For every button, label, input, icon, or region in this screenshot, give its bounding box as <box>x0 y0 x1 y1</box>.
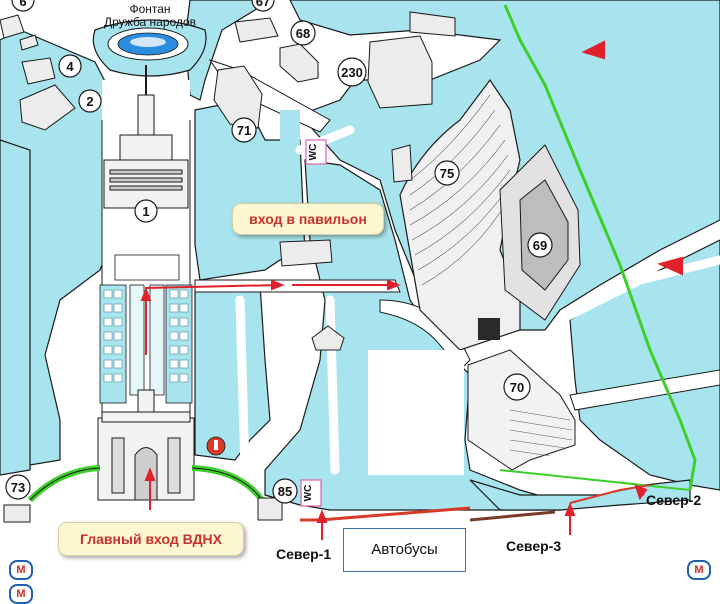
pavilion-85-building <box>257 497 283 521</box>
gate-north-2-label: Север-2 <box>646 492 702 508</box>
svg-text:68: 68 <box>296 26 310 41</box>
pavilion-69-number: 69 <box>527 232 553 258</box>
pavilion-2-number: 2 <box>78 89 102 113</box>
gate-north-3-label: Север-3 <box>506 538 562 554</box>
svg-text:2: 2 <box>86 94 93 109</box>
arrow-to-pavilion-head-1 <box>271 279 285 291</box>
gazebo <box>311 325 345 351</box>
route-arrows <box>140 40 683 540</box>
colonnade-green <box>27 465 265 503</box>
pavilion-1-number: 1 <box>134 199 158 223</box>
main-entrance-arch <box>97 389 195 501</box>
pavilion-230-number: 230 <box>337 57 367 87</box>
pavilion-67-building <box>234 17 279 43</box>
wc-signs: WC WC <box>300 139 327 507</box>
arrow-north-1-head <box>316 509 328 523</box>
gate-north-1-label: Север-1 <box>276 546 332 562</box>
pavilion-entrance-callout: вход в павильон <box>232 203 384 235</box>
flower-bed-left <box>99 284 127 404</box>
pavilion-4-number: 4 <box>58 54 82 78</box>
svg-text:70: 70 <box>510 380 524 395</box>
pavilion-230-building <box>367 35 433 109</box>
pavilion-67-number: 67 <box>251 0 275 12</box>
flower-squares <box>103 289 189 383</box>
fountain-druzhba-narodov <box>107 27 189 61</box>
metro-icon-left: M <box>9 560 33 580</box>
arrow-main-entrance-head <box>144 467 156 481</box>
pavilion-73-number: 73 <box>5 474 31 500</box>
pavilion-75-number: 75 <box>434 160 460 186</box>
info-marker <box>206 436 226 456</box>
svg-text:73: 73 <box>11 480 25 495</box>
svg-text:75: 75 <box>440 166 454 181</box>
svg-text:69: 69 <box>533 238 547 253</box>
bus-stop-label: Автобусы <box>343 528 466 572</box>
pavilion-68-building <box>279 43 319 83</box>
pavilion-4-building <box>21 57 56 85</box>
fountain-label: Фонтан Дружба народов <box>70 3 230 29</box>
pavilion-top-building <box>409 11 456 37</box>
metro-icon-left-2: M <box>9 584 33 604</box>
pavilion-small-building <box>19 34 39 51</box>
flower-bed-right <box>165 284 193 404</box>
pavilion-75-building <box>399 78 521 351</box>
pavilion-6-building <box>0 14 25 39</box>
buildings-top-center <box>213 11 456 129</box>
flower-bed-mid-right <box>149 284 165 396</box>
green-fence <box>499 4 697 491</box>
water-area-lower-left <box>194 284 271 461</box>
buildings-top-left <box>0 14 76 131</box>
pavilion-numbers: 1 2 4 6 67 68 71 230 <box>5 0 553 504</box>
metro-icon-right: M <box>687 560 711 580</box>
arrow-up-alley-head <box>140 287 152 301</box>
svg-text:1: 1 <box>142 204 149 219</box>
fountain-label-line1: Фонтан <box>129 2 171 16</box>
arrow-north-2-head <box>634 484 648 501</box>
pavilion-1-building <box>103 65 189 209</box>
pavilion-68-number: 68 <box>290 20 316 46</box>
pavilion-6-number: 6 <box>11 0 35 12</box>
tower-near-75 <box>391 144 413 183</box>
svg-text:85: 85 <box>278 484 292 499</box>
pavilion-70-building <box>467 349 576 471</box>
svg-text:230: 230 <box>341 65 363 80</box>
arrow-entry-right-mid <box>657 256 683 276</box>
svg-text:6: 6 <box>19 0 26 9</box>
main-entrance-callout: Главный вход ВДНХ <box>58 522 244 556</box>
pavilion-85-number: 85 <box>272 478 298 504</box>
pavilion-73-building <box>3 504 31 523</box>
house-group-center <box>279 239 333 267</box>
pavilion-71-building <box>213 65 263 129</box>
pavilion-2-building <box>19 84 76 131</box>
small-houses <box>3 144 413 523</box>
flower-bed-mid-left <box>129 284 145 396</box>
water-area-left-strip <box>0 139 31 476</box>
arrow-to-pavilion-head-2 <box>387 279 401 291</box>
arrow-entry-right-top <box>581 40 605 60</box>
svg-text:71: 71 <box>237 123 251 138</box>
wc-sign-top: WC <box>305 139 327 165</box>
svg-text:WC: WC <box>303 485 314 502</box>
arrow-north-3-head <box>564 502 576 516</box>
pavilion-70-number: 70 <box>503 373 531 401</box>
svg-text:4: 4 <box>66 59 74 74</box>
pavilion-71-number: 71 <box>231 117 257 143</box>
alley-cross-north <box>569 369 720 411</box>
wc-sign-bottom: WC <box>300 479 322 507</box>
svg-text:67: 67 <box>256 0 270 9</box>
fountain-label-line2: Дружба народов <box>103 15 196 29</box>
alley-right-vertical <box>280 110 300 150</box>
svg-text:WC: WC <box>308 144 319 161</box>
blank-area <box>368 350 464 475</box>
